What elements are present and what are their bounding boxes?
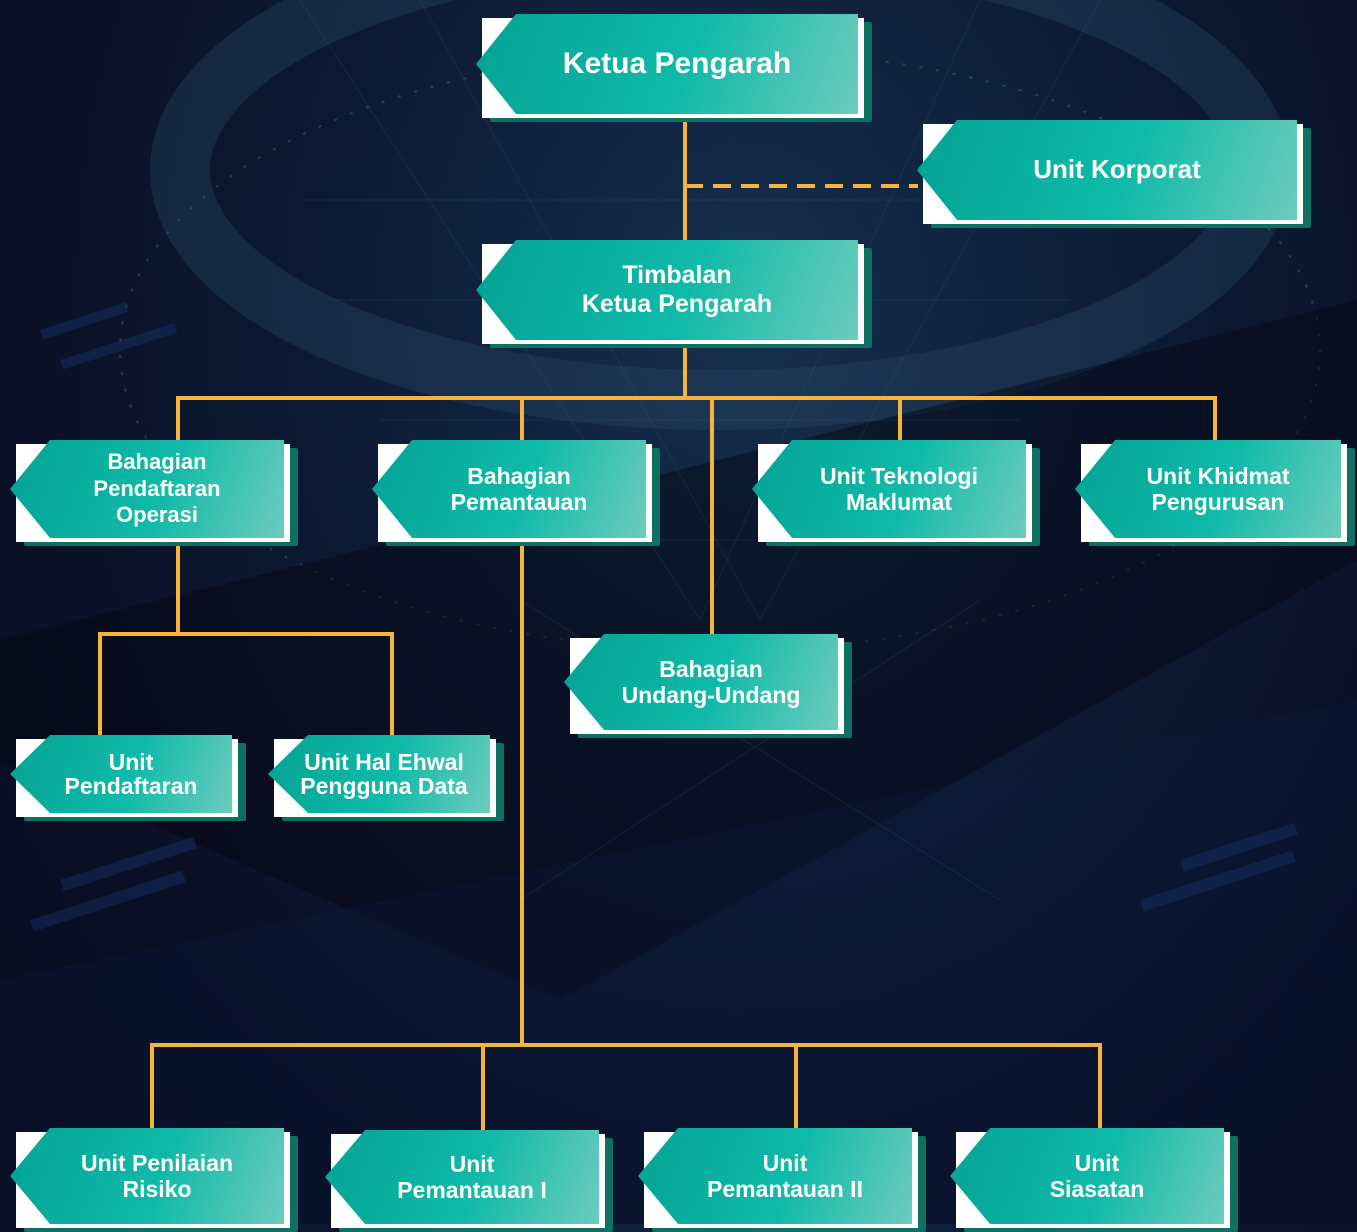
node-label: Ketua Pengarah [562,46,792,80]
node-ketua-pengarah: Ketua Pengarah [476,14,872,122]
node-label: Unit Korporat [1033,154,1201,185]
node-unit-korporat: Unit Korporat [917,120,1311,228]
